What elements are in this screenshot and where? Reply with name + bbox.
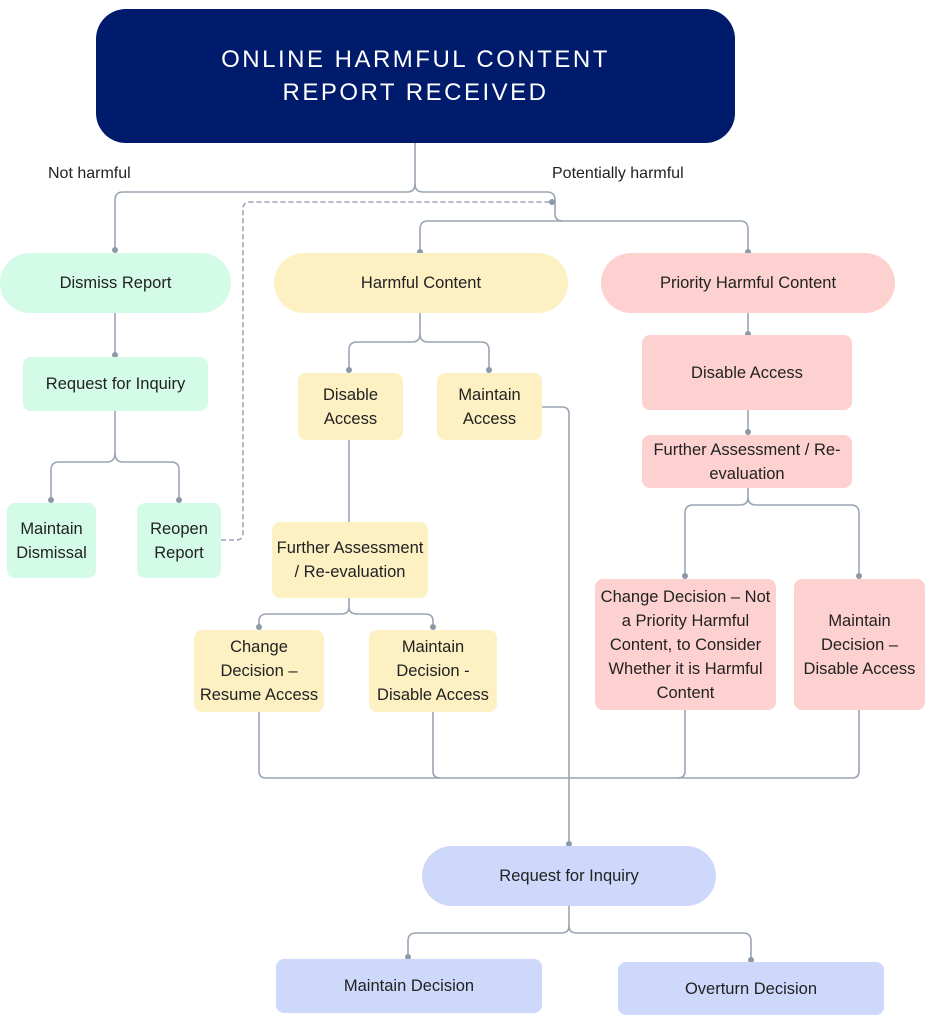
overturn-decision-node: Overturn Decision xyxy=(618,962,884,1015)
connector-potentially-harmful xyxy=(414,183,564,222)
harmful-maintain-access-node: Maintain Access xyxy=(437,373,542,440)
priority-maintain-decision-node: Maintain Decision – Disable Access xyxy=(794,579,925,710)
connector-maintain-access xyxy=(542,406,570,846)
priority-harmful-content-node: Priority Harmful Content xyxy=(601,253,895,313)
harmful-content-node: Harmful Content xyxy=(274,253,568,313)
priority-change-decision-node: Change Decision – Not a Priority Harmful… xyxy=(595,579,776,710)
connector-inquiry-split-right xyxy=(114,452,180,500)
dismiss-report-node: Dismiss Report xyxy=(0,253,231,313)
reopen-report-node: Reopen Report xyxy=(137,503,221,578)
root-node: ONLINE HARMFUL CONTENT REPORT RECEIVED xyxy=(96,9,735,143)
priority-disable-access-node: Disable Access xyxy=(642,335,852,410)
priority-further-assessment-node: Further Assessment / Re-evaluation xyxy=(642,435,852,488)
harmful-further-assessment-node: Further Assessment / Re-evaluation xyxy=(272,522,428,598)
connector-potential-split xyxy=(419,220,563,252)
connector-inquiry-split xyxy=(50,411,116,500)
connector-further-split xyxy=(258,598,350,629)
connector-further-split-p xyxy=(684,488,749,576)
connector-priority-split xyxy=(563,220,749,252)
connector-reopen-loop xyxy=(221,201,552,541)
edge-label-potentially-harmful: Potentially harmful xyxy=(552,165,684,182)
maintain-decision-node: Maintain Decision xyxy=(276,959,542,1013)
edge-label-not-harmful: Not harmful xyxy=(48,165,131,182)
maintain-dismissal-node: Maintain Dismissal xyxy=(7,503,96,578)
final-request-for-inquiry-node: Request for Inquiry xyxy=(422,846,716,906)
harmful-maintain-decision-node: Maintain Decision - Disable Access xyxy=(369,630,497,712)
connector-not-harmful xyxy=(114,183,416,250)
connector-merge xyxy=(258,710,860,779)
harmful-change-decision-node: Change Decision – Resume Access xyxy=(194,630,324,712)
harmful-disable-access-node: Disable Access xyxy=(298,373,403,440)
request-for-inquiry-node: Request for Inquiry xyxy=(23,357,208,411)
connector-inquiry-split-bottom xyxy=(407,906,570,958)
connector-harmful-split xyxy=(348,313,421,370)
